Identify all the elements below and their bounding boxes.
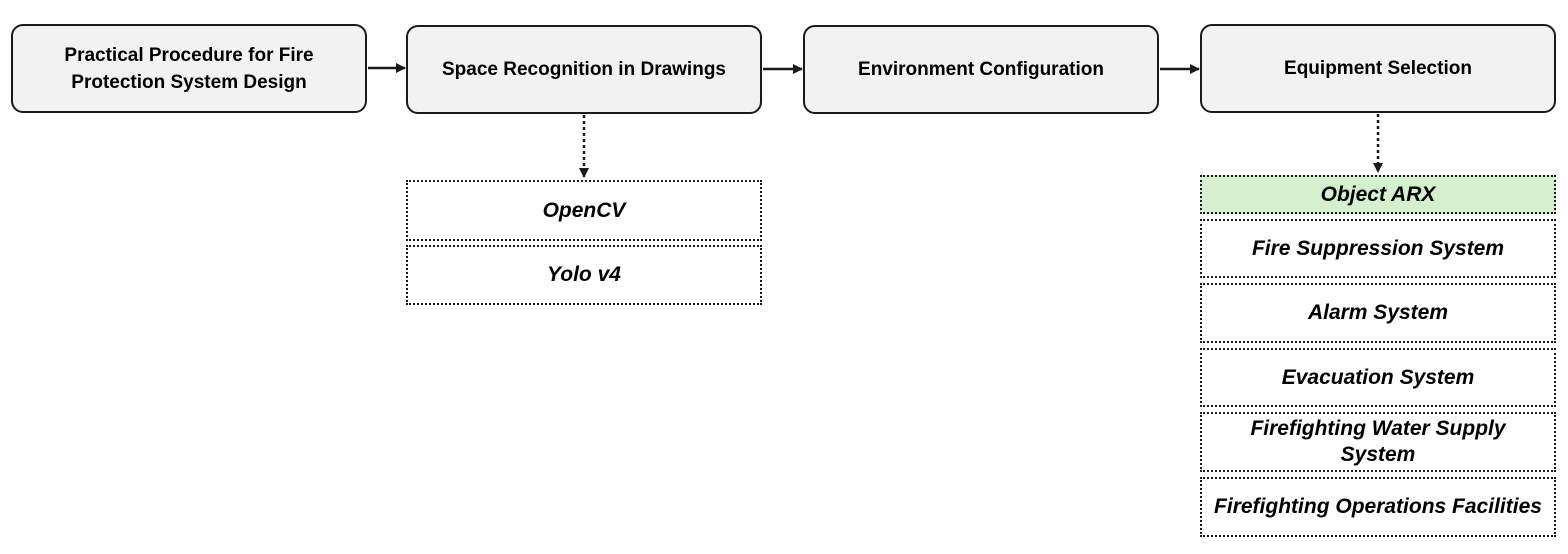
step-label: Environment Configuration (858, 59, 1104, 80)
tool-yolo-v4: Yolo v4 (406, 245, 762, 305)
step-practical-procedure: Practical Procedure for Fire Protection … (11, 24, 367, 113)
step-label: Practical Procedure for Fire Protection … (64, 44, 314, 93)
tool-label: Firefighting Water Supply System (1250, 417, 1506, 466)
step-label: Equipment Selection (1284, 58, 1472, 79)
tool-opencv: OpenCV (406, 180, 762, 241)
tool-object-arx: Object ARX (1200, 175, 1556, 214)
tool-label: Object ARX (1320, 182, 1436, 206)
tool-label: Evacuation System (1281, 365, 1475, 389)
tool-label: Fire Suppression System (1251, 236, 1505, 260)
tool-label: Alarm System (1307, 301, 1449, 324)
tool-firefighting-water-supply-system: Firefighting Water Supply System (1200, 412, 1556, 472)
tool-label: Firefighting Operations Facilities (1214, 495, 1542, 518)
tool-alarm-system: Alarm System (1200, 283, 1556, 343)
tool-fire-suppression-system: Fire Suppression System (1200, 219, 1556, 278)
step-label: Space Recognition in Drawings (442, 59, 726, 80)
tool-label: Yolo v4 (547, 263, 621, 286)
tool-evacuation-system: Evacuation System (1200, 348, 1556, 407)
step-environment-configuration: Environment Configuration (803, 25, 1159, 114)
step-equipment-selection: Equipment Selection (1200, 24, 1556, 113)
tool-firefighting-operations-facilities: Firefighting Operations Facilities (1200, 477, 1556, 537)
tool-label: OpenCV (542, 198, 626, 222)
step-space-recognition: Space Recognition in Drawings (406, 25, 762, 114)
